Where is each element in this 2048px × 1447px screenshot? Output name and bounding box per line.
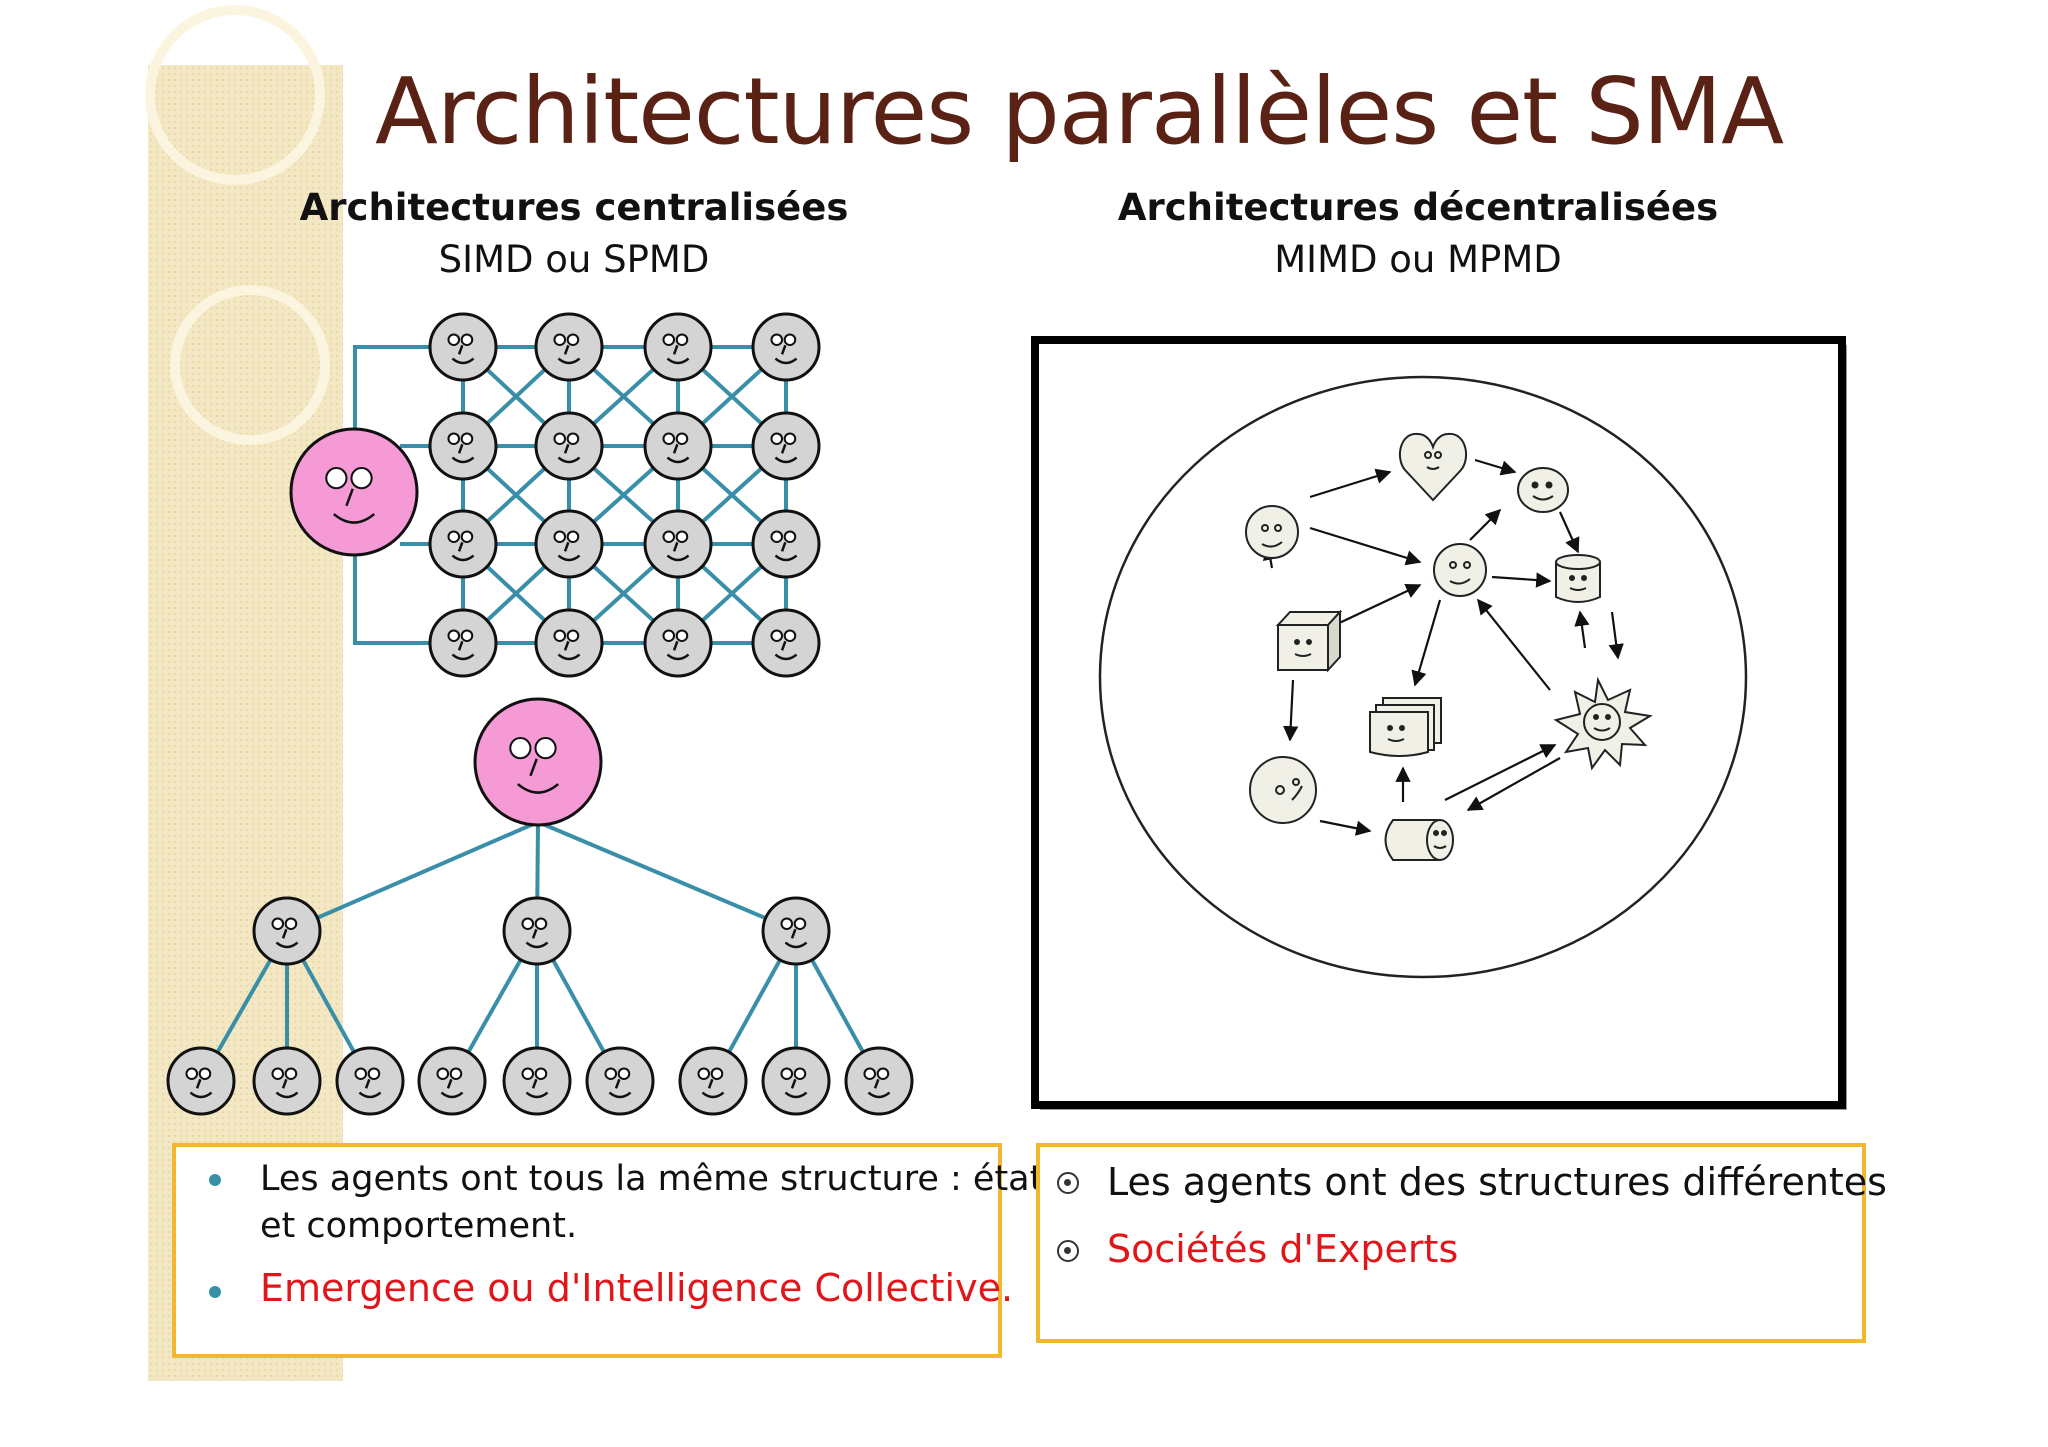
left-heading: Architectures centralisées xyxy=(299,186,849,229)
right-subheading: MIMD ou MPMD xyxy=(1274,238,1562,281)
round-face-agent-icon xyxy=(1245,505,1299,559)
tree-leaf-agent-face-icon xyxy=(252,1046,322,1116)
left-bullet-2: Emergence ou d'Intelligence Collective. xyxy=(260,1266,1014,1310)
grid-agent-face-icon xyxy=(534,411,604,481)
grid-agent-face-icon xyxy=(643,411,713,481)
capsule-agent-icon xyxy=(1384,819,1454,861)
right-bullet-box xyxy=(1036,1143,1866,1343)
grid-agent-face-icon xyxy=(428,312,498,382)
circle-bullet-icon xyxy=(1057,1240,1079,1262)
cylinder-agent-icon xyxy=(1555,554,1601,603)
grid-network xyxy=(289,312,821,678)
right-bullet-1: Les agents ont des structures différente… xyxy=(1107,1160,1887,1204)
tree-leaf-agent-face-icon xyxy=(166,1046,236,1116)
tree-root-agent-face-icon xyxy=(473,697,603,827)
tree-hierarchy xyxy=(166,697,914,1116)
left-bullet-1-line-1: Les agents ont tous la même structure : … xyxy=(260,1159,1044,1199)
sphere-agent-icon xyxy=(1249,756,1317,824)
tree-middle-agent-face-icon xyxy=(761,896,831,966)
tree-leaf-agent-face-icon xyxy=(761,1046,831,1116)
stacked-cards-agent-icon xyxy=(1369,697,1442,757)
right-column-header: Architectures décentralisées MIMD ou MPM… xyxy=(1068,182,1768,286)
circle-bullet-icon xyxy=(1057,1172,1079,1194)
grid-agent-face-icon xyxy=(534,509,604,579)
tree-leaf-agent-face-icon xyxy=(844,1046,914,1116)
tree-middle-agent-face-icon xyxy=(252,896,322,966)
society-boundary xyxy=(1098,375,1748,979)
society-agents xyxy=(1245,432,1653,861)
tree-leaf-agent-face-icon xyxy=(678,1046,748,1116)
grid-agent-face-icon xyxy=(751,608,821,678)
grid-agent-face-icon xyxy=(751,312,821,382)
tree-leaf-agent-face-icon xyxy=(417,1046,487,1116)
master-agent-face-icon xyxy=(289,427,419,557)
left-column-header: Architectures centralisées SIMD ou SPMD xyxy=(254,182,894,286)
left-subheading: SIMD ou SPMD xyxy=(438,238,710,281)
bullet-dot-icon xyxy=(209,1286,221,1298)
grid-agent-face-icon xyxy=(643,608,713,678)
sun-agent-icon xyxy=(1553,676,1653,771)
oval-face-agent-icon xyxy=(1517,467,1569,513)
decorative-rings xyxy=(145,5,330,445)
grid-agent-face-icon xyxy=(751,411,821,481)
grid-agent-face-icon xyxy=(751,509,821,579)
grid-agent-face-icon xyxy=(643,509,713,579)
grid-agent-face-icon xyxy=(428,411,498,481)
left-bullet-box xyxy=(172,1143,1002,1358)
tree-leaf-agent-face-icon xyxy=(335,1046,405,1116)
left-bullet-1-line-2: et comportement. xyxy=(260,1206,578,1246)
cube-agent-icon xyxy=(1275,609,1343,673)
grid-agent-face-icon xyxy=(428,608,498,678)
right-bullet-2: Sociétés d'Experts xyxy=(1107,1227,1459,1271)
grid-agent-face-icon xyxy=(428,509,498,579)
agent-society-figure xyxy=(1031,336,1847,1110)
slide-title: Architectures parallèles et SMA xyxy=(375,58,1784,165)
grid-agent-face-icon xyxy=(534,608,604,678)
bullet-dot-icon xyxy=(209,1174,221,1186)
tree-leaf-agent-face-icon xyxy=(502,1046,572,1116)
center-face-agent-icon xyxy=(1433,543,1487,597)
grid-agent-face-icon xyxy=(534,312,604,382)
grid-agent-face-icon xyxy=(643,312,713,382)
tree-middle-agent-face-icon xyxy=(502,896,572,966)
heart-agent-icon xyxy=(1398,432,1468,502)
right-heading: Architectures décentralisées xyxy=(1117,186,1719,229)
tree-leaf-agent-face-icon xyxy=(585,1046,655,1116)
